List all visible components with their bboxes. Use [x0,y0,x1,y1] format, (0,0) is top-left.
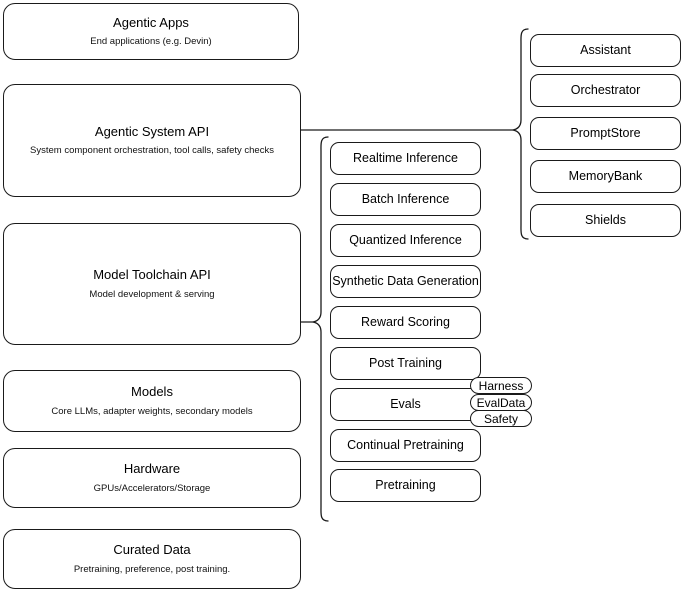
toolchain-item-post-training[interactable]: Post Training [330,347,481,380]
toolchain-item-evals[interactable]: Evals [330,388,481,421]
toolchain-item-label: Post Training [369,355,442,370]
system-item-shields[interactable]: Shields [530,204,681,237]
layer-title: Agentic Apps [113,14,189,30]
system-item-assistant[interactable]: Assistant [530,34,681,67]
toolchain-item-label: Pretraining [375,477,436,492]
stack-layer-agentic-apps[interactable]: Agentic Apps End applications (e.g. Devi… [3,3,299,60]
toolchain-item-continual-pretraining[interactable]: Continual Pretraining [330,429,481,462]
toolchain-item-synthetic-data-generation[interactable]: Synthetic Data Generation [330,265,481,298]
evals-pill-label: Safety [483,411,519,426]
toolchain-item-quantized-inference[interactable]: Quantized Inference [330,224,481,257]
layer-subtitle: Model development & serving [89,288,215,300]
stack-layer-curated-data[interactable]: Curated Data Pretraining, preference, po… [3,529,301,589]
layer-title: Models [131,384,173,400]
layer-title: Model Toolchain API [93,267,211,283]
system-item-label: MemoryBank [568,168,643,183]
system-item-orchestrator[interactable]: Orchestrator [530,74,681,107]
evals-pill-harness[interactable]: Harness [470,377,532,394]
toolchain-item-label: Continual Pretraining [347,437,464,452]
toolchain-item-label: Evals [390,396,421,411]
evals-pill-label: EvalData [476,395,526,410]
stack-layer-hardware[interactable]: Hardware GPUs/Accelerators/Storage [3,448,301,508]
system-item-label: Assistant [580,42,631,57]
evals-pill-evaldata[interactable]: EvalData [470,394,532,411]
evals-pill-safety[interactable]: Safety [470,410,532,427]
layer-subtitle: GPUs/Accelerators/Storage [93,482,211,494]
system-item-label: Orchestrator [570,82,641,97]
stack-layer-agentic-system-api[interactable]: Agentic System API System component orch… [3,84,301,197]
toolchain-item-label: Synthetic Data Generation [332,273,479,288]
toolchain-item-batch-inference[interactable]: Batch Inference [330,183,481,216]
layer-title: Agentic System API [94,123,210,139]
toolchain-item-label: Realtime Inference [353,150,458,165]
toolchain-item-label: Batch Inference [361,191,450,206]
toolchain-item-label: Reward Scoring [361,314,450,329]
system-item-memorybank[interactable]: MemoryBank [530,160,681,193]
system-item-promptstore[interactable]: PromptStore [530,117,681,150]
evals-pill-label: Harness [478,378,524,393]
stack-layer-models[interactable]: Models Core LLMs, adapter weights, secon… [3,370,301,432]
toolchain-item-pretraining[interactable]: Pretraining [330,469,481,502]
toolchain-item-label: Quantized Inference [349,232,462,247]
system-item-label: PromptStore [570,125,641,140]
toolchain-item-reward-scoring[interactable]: Reward Scoring [330,306,481,339]
layer-title: Curated Data [113,542,191,558]
bracket-system-column [512,28,529,240]
toolchain-item-realtime-inference[interactable]: Realtime Inference [330,142,481,175]
layer-title: Hardware [123,461,181,477]
layer-subtitle: Pretraining, preference, post training. [73,563,231,575]
layer-subtitle: End applications (e.g. Devin) [90,36,212,48]
stack-layer-model-toolchain-api[interactable]: Model Toolchain API Model development & … [3,223,301,345]
layer-subtitle: System component orchestration, tool cal… [30,145,274,157]
layer-subtitle: Core LLMs, adapter weights, secondary mo… [51,405,253,417]
bracket-toolchain-column [312,136,329,522]
system-item-label: Shields [585,212,626,227]
